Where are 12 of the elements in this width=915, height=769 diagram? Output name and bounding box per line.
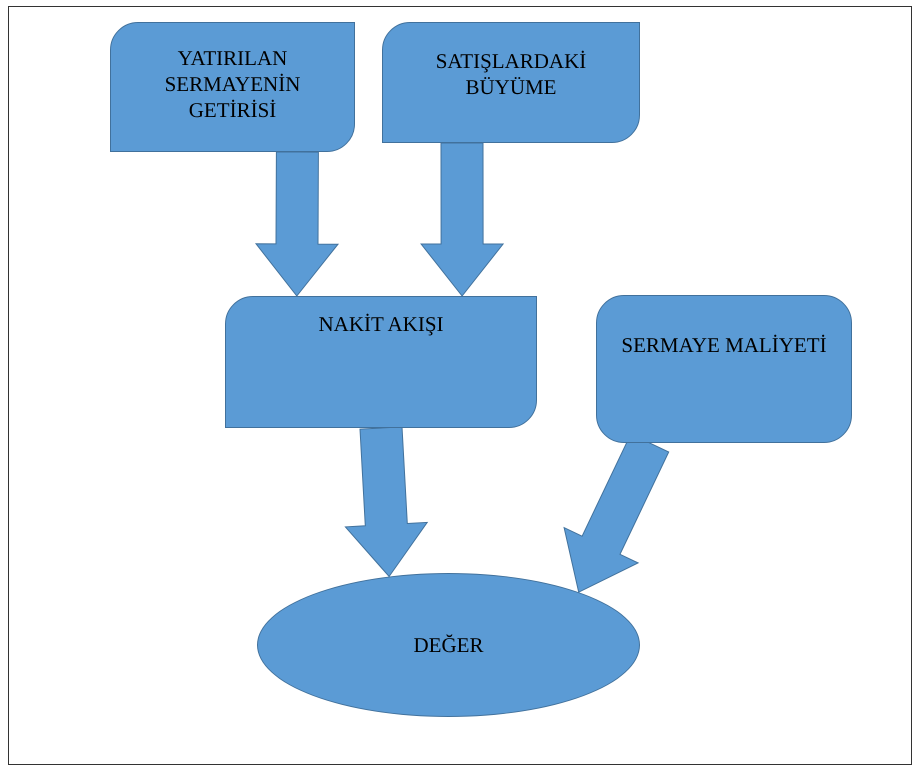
node-label: NAKİT AKIŞI	[317, 311, 445, 337]
process-box	[225, 296, 537, 428]
node-label: DEĞER	[412, 632, 484, 658]
process-box	[110, 22, 355, 152]
node-label: SATIŞLARDAKİ BÜYÜME	[434, 48, 588, 100]
process-box	[596, 295, 852, 443]
process-box	[382, 22, 640, 143]
node-label: YATIRILAN SERMAYENİN GETİRİSİ	[164, 45, 302, 123]
block-arrow	[254, 151, 340, 297]
node-label: SERMAYE MALİYETİ	[620, 332, 828, 358]
block-arrow	[420, 142, 504, 297]
block-arrow	[344, 426, 428, 578]
